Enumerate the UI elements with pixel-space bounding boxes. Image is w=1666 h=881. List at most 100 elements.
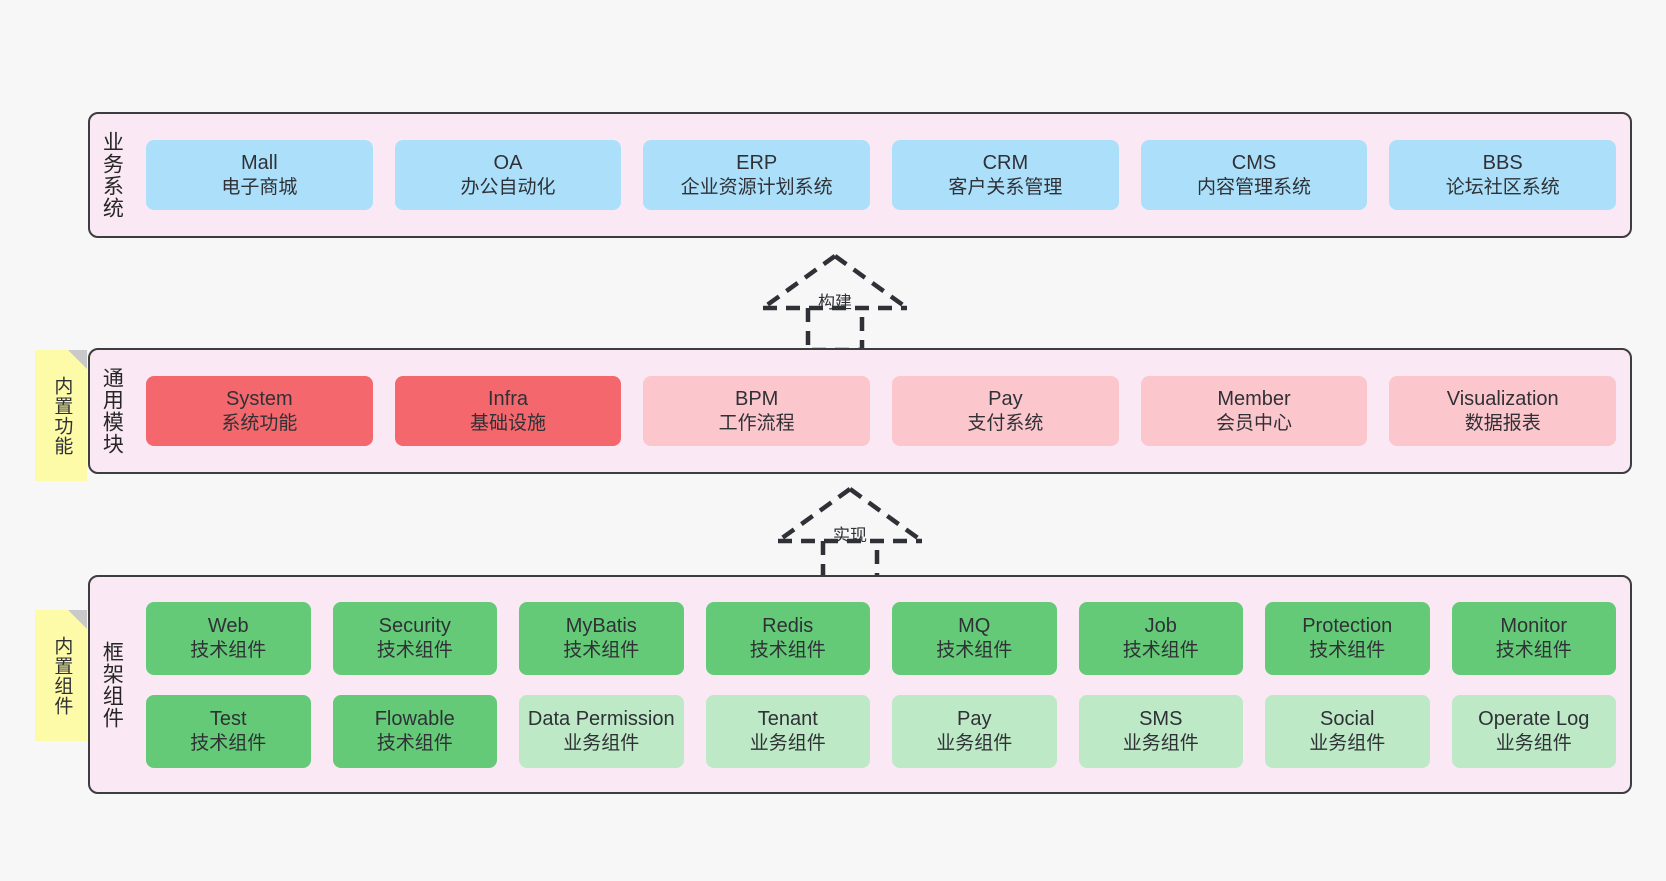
card-subtitle: 业务组件 <box>936 732 1013 754</box>
card-title: MyBatis <box>565 615 637 638</box>
card-title: Tenant <box>757 708 818 731</box>
card-subtitle: 技术组件 <box>1309 639 1386 661</box>
card-mq[interactable]: MQ 技术组件 <box>892 601 1057 675</box>
layer-business-systems: 业务系统 Mall 电子商城 OA 办公自动化 ERP 企业资源计划系统 CRM… <box>88 112 1632 238</box>
card-bbs[interactable]: BBS 论坛社区系统 <box>1389 140 1617 210</box>
card-title: Mall <box>241 152 278 175</box>
card-subtitle: 技术组件 <box>376 639 453 661</box>
card-subtitle: 支付系统 <box>967 412 1044 434</box>
card-subtitle: 技术组件 <box>190 639 267 661</box>
card-subtitle: 基础设施 <box>470 412 547 434</box>
card-title: OA <box>493 152 523 175</box>
card-operate-log[interactable]: Operate Log 业务组件 <box>1451 694 1616 768</box>
layer-body-framework: Web 技术组件 Security 技术组件 MyBatis 技术组件 Redi… <box>132 577 1630 792</box>
card-crm[interactable]: CRM 客户关系管理 <box>892 140 1119 210</box>
card-test[interactable]: Test 技术组件 <box>146 694 311 768</box>
card-title: Security <box>378 615 451 638</box>
card-bpm[interactable]: BPM 工作流程 <box>643 376 871 446</box>
layer-body-business: Mall 电子商城 OA 办公自动化 ERP 企业资源计划系统 CRM 客户关系… <box>132 114 1630 236</box>
card-sms[interactable]: SMS 业务组件 <box>1078 694 1243 768</box>
card-subtitle: 业务组件 <box>749 732 826 754</box>
card-row: System 系统功能 Infra 基础设施 BPM 工作流程 Pay 支付系统… <box>146 376 1617 446</box>
card-social[interactable]: Social 业务组件 <box>1265 694 1430 768</box>
card-visualization[interactable]: Visualization 数据报表 <box>1389 376 1617 446</box>
connector-label: 构建 <box>818 293 852 312</box>
card-title: CMS <box>1231 152 1277 175</box>
card-security[interactable]: Security 技术组件 <box>332 601 497 675</box>
sticky-note-label: 内置组件 <box>51 635 73 716</box>
card-web[interactable]: Web 技术组件 <box>146 601 311 675</box>
card-title: Social <box>1320 708 1375 731</box>
card-subtitle: 会员中心 <box>1216 412 1293 434</box>
card-title: Data Permission <box>527 708 675 731</box>
card-title: SMS <box>1139 708 1183 731</box>
card-subtitle: 业务组件 <box>563 732 640 754</box>
card-title: BPM <box>735 388 779 411</box>
card-subtitle: 业务组件 <box>1122 732 1199 754</box>
card-protection[interactable]: Protection 技术组件 <box>1265 601 1430 675</box>
card-title: Infra <box>487 388 529 411</box>
card-title: Member <box>1217 388 1291 411</box>
card-title: Visualization <box>1446 388 1559 411</box>
connector-build: 构建 <box>740 250 930 355</box>
card-subtitle: 内容管理系统 <box>1197 176 1312 198</box>
layer-title-common: 通用模块 <box>100 367 124 455</box>
card-infra[interactable]: Infra 基础设施 <box>394 376 622 446</box>
connector-implement: 实现 <box>755 483 945 588</box>
card-title: MQ <box>958 615 991 638</box>
card-subtitle: 业务组件 <box>1309 732 1386 754</box>
card-mybatis[interactable]: MyBatis 技术组件 <box>519 601 684 675</box>
card-title: Pay <box>988 388 1023 411</box>
card-title: System <box>225 388 293 411</box>
card-subtitle: 技术组件 <box>936 639 1013 661</box>
card-system[interactable]: System 系统功能 <box>146 376 373 446</box>
card-title: BBS <box>1482 152 1523 175</box>
card-job[interactable]: Job 技术组件 <box>1078 601 1243 675</box>
layer-common-modules: 通用模块 System 系统功能 Infra 基础设施 BPM 工作流程 Pay… <box>88 348 1632 474</box>
sticky-note-label: 内置功能 <box>51 375 73 456</box>
card-title: Job <box>1144 615 1177 638</box>
connector-label: 实现 <box>833 526 867 545</box>
layer-body-common: System 系统功能 Infra 基础设施 BPM 工作流程 Pay 支付系统… <box>132 350 1630 472</box>
card-data-permission[interactable]: Data Permission 业务组件 <box>519 694 684 768</box>
folded-corner-icon <box>68 350 87 369</box>
card-subtitle: 系统功能 <box>221 412 298 434</box>
card-subtitle: 数据报表 <box>1464 412 1541 434</box>
card-row: Test 技术组件 Flowable 技术组件 Data Permission … <box>146 694 1616 768</box>
card-title: Test <box>209 708 247 731</box>
card-title: Pay <box>957 708 992 731</box>
card-subtitle: 客户关系管理 <box>948 176 1063 198</box>
layer-title-business: 业务系统 <box>100 131 124 219</box>
card-subtitle: 电子商城 <box>221 176 298 198</box>
card-flowable[interactable]: Flowable 技术组件 <box>332 694 497 768</box>
card-row: Web 技术组件 Security 技术组件 MyBatis 技术组件 Redi… <box>146 601 1616 675</box>
card-monitor[interactable]: Monitor 技术组件 <box>1451 601 1616 675</box>
card-redis[interactable]: Redis 技术组件 <box>705 601 870 675</box>
card-mall[interactable]: Mall 电子商城 <box>146 140 373 210</box>
card-row: Mall 电子商城 OA 办公自动化 ERP 企业资源计划系统 CRM 客户关系… <box>146 140 1617 210</box>
card-erp[interactable]: ERP 企业资源计划系统 <box>643 140 871 210</box>
card-subtitle: 技术组件 <box>190 732 267 754</box>
card-title: Flowable <box>374 708 455 731</box>
card-subtitle: 办公自动化 <box>460 176 556 198</box>
layer-title-framework: 框架组件 <box>100 640 124 729</box>
card-subtitle: 论坛社区系统 <box>1445 176 1560 198</box>
card-title: Web <box>207 615 249 638</box>
card-pay-component[interactable]: Pay 业务组件 <box>892 694 1057 768</box>
card-oa[interactable]: OA 办公自动化 <box>394 140 622 210</box>
card-subtitle: 工作流程 <box>718 412 795 434</box>
card-pay[interactable]: Pay 支付系统 <box>892 376 1119 446</box>
card-subtitle: 技术组件 <box>1495 639 1572 661</box>
card-subtitle: 业务组件 <box>1495 732 1572 754</box>
card-subtitle: 技术组件 <box>563 639 640 661</box>
folded-corner-icon <box>68 610 87 629</box>
card-member[interactable]: Member 会员中心 <box>1140 376 1368 446</box>
card-tenant[interactable]: Tenant 业务组件 <box>705 694 870 768</box>
card-subtitle: 技术组件 <box>749 639 826 661</box>
layer-framework-components: 框架组件 Web 技术组件 Security 技术组件 MyBatis 技术组件… <box>88 575 1632 794</box>
card-subtitle: 技术组件 <box>1122 639 1199 661</box>
card-cms[interactable]: CMS 内容管理系统 <box>1140 140 1368 210</box>
card-title: Redis <box>762 615 814 638</box>
card-title: ERP <box>736 152 778 175</box>
card-subtitle: 技术组件 <box>376 732 453 754</box>
